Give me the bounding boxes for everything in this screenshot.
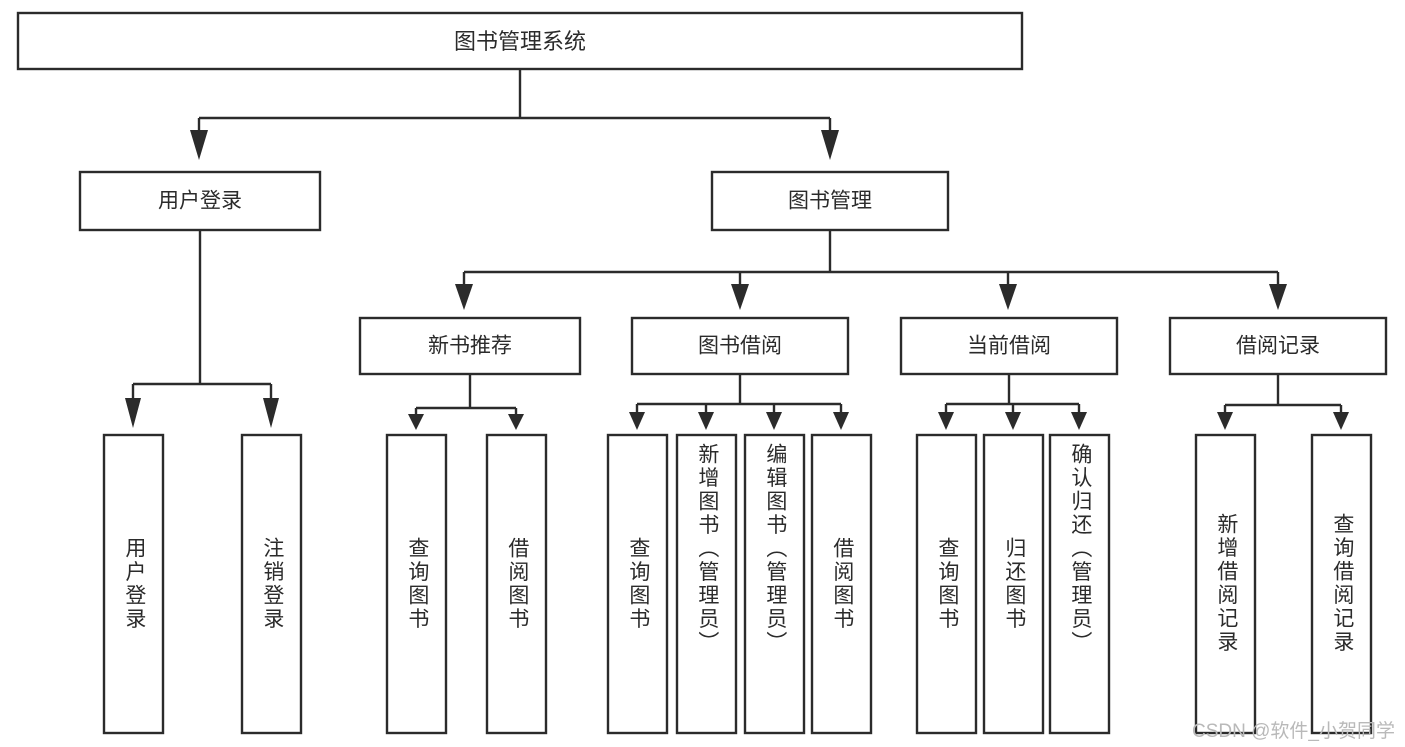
arrowhead-user-login (190, 130, 208, 160)
edge-group-new-book-recommend (408, 374, 524, 430)
node-leaf-return-book-box[interactable] (982, 433, 1045, 735)
node-leaf-confirm-return-box[interactable] (1048, 433, 1111, 735)
node-leaf-query-record-box[interactable] (1310, 433, 1373, 735)
node-borrow-record[interactable]: 借阅记录 (1168, 316, 1388, 376)
leaf-boxes (102, 433, 1373, 735)
node-borrow-record-label: 借阅记录 (1236, 335, 1320, 358)
arrowhead-current-borrow (999, 284, 1017, 310)
node-book-manage-label: 图书管理 (788, 190, 872, 213)
node-user-login-box[interactable] (78, 170, 322, 232)
node-root[interactable]: 图书管理系统 (16, 11, 1024, 71)
node-new-book-recommend-box[interactable] (358, 316, 582, 376)
node-leaf-add-book-box[interactable] (675, 433, 738, 735)
node-book-manage[interactable]: 图书管理 (710, 170, 950, 232)
node-leaf-logout-box[interactable] (240, 433, 303, 735)
arrowhead-leaf-return-book (1005, 412, 1021, 430)
arrowhead-leaf-borrow-book-2 (833, 412, 849, 430)
node-leaf-borrow-book-2-box[interactable] (810, 433, 873, 735)
node-leaf-query-book-3-box[interactable] (915, 433, 978, 735)
node-leaf-add-record-box[interactable] (1194, 433, 1257, 735)
arrowhead-leaf-borrow-book-1 (508, 414, 524, 430)
node-leaf-edit-book-box[interactable] (743, 433, 806, 735)
arrowhead-leaf-query-book-3 (938, 412, 954, 430)
arrowhead-leaf-query-book-1 (408, 414, 424, 430)
edge-group-borrow-record (1217, 374, 1349, 430)
edge-group-book-borrow (629, 374, 849, 430)
node-book-borrow-box[interactable] (630, 316, 850, 376)
node-book-manage-box[interactable] (710, 170, 950, 232)
node-new-book-recommend-label: 新书推荐 (428, 335, 512, 358)
node-current-borrow[interactable]: 当前借阅 (899, 316, 1119, 376)
arrowhead-leaf-query-book-2 (629, 412, 645, 430)
arrowhead-book-borrow (731, 284, 749, 310)
node-leaf-query-book-2-box[interactable] (606, 433, 669, 735)
node-borrow-record-box[interactable] (1168, 316, 1388, 376)
arrowhead-leaf-logout (263, 398, 279, 428)
node-current-borrow-box[interactable] (899, 316, 1119, 376)
edge-group-current-borrow (938, 374, 1087, 430)
arrowhead-leaf-edit-book (766, 412, 782, 430)
node-new-book-recommend[interactable]: 新书推荐 (358, 316, 582, 376)
edge-group-root (190, 69, 839, 160)
edge-group-user-login (125, 230, 279, 428)
node-user-login-label: 用户登录 (158, 190, 242, 213)
node-book-borrow-label: 图书借阅 (698, 335, 782, 358)
arrowhead-leaf-confirm-return (1071, 412, 1087, 430)
node-book-borrow[interactable]: 图书借阅 (630, 316, 850, 376)
arrowhead-leaf-add-book (698, 412, 714, 430)
arrowhead-leaf-add-record (1217, 412, 1233, 430)
node-leaf-query-book-1-box[interactable] (385, 433, 448, 735)
edge-group-book-manage (455, 230, 1287, 310)
arrowhead-leaf-query-record (1333, 412, 1349, 430)
arrowhead-book-manage (821, 130, 839, 160)
node-current-borrow-label: 当前借阅 (967, 335, 1051, 358)
arrowhead-new-book-recommend (455, 284, 473, 310)
node-user-login[interactable]: 用户登录 (78, 170, 322, 232)
node-leaf-user-login-box[interactable] (102, 433, 165, 735)
node-root-box[interactable] (16, 11, 1024, 71)
node-leaf-borrow-book-1-box[interactable] (485, 433, 548, 735)
arrowhead-borrow-record (1269, 284, 1287, 310)
node-root-label: 图书管理系统 (454, 29, 586, 54)
arrowhead-leaf-user-login (125, 398, 141, 428)
